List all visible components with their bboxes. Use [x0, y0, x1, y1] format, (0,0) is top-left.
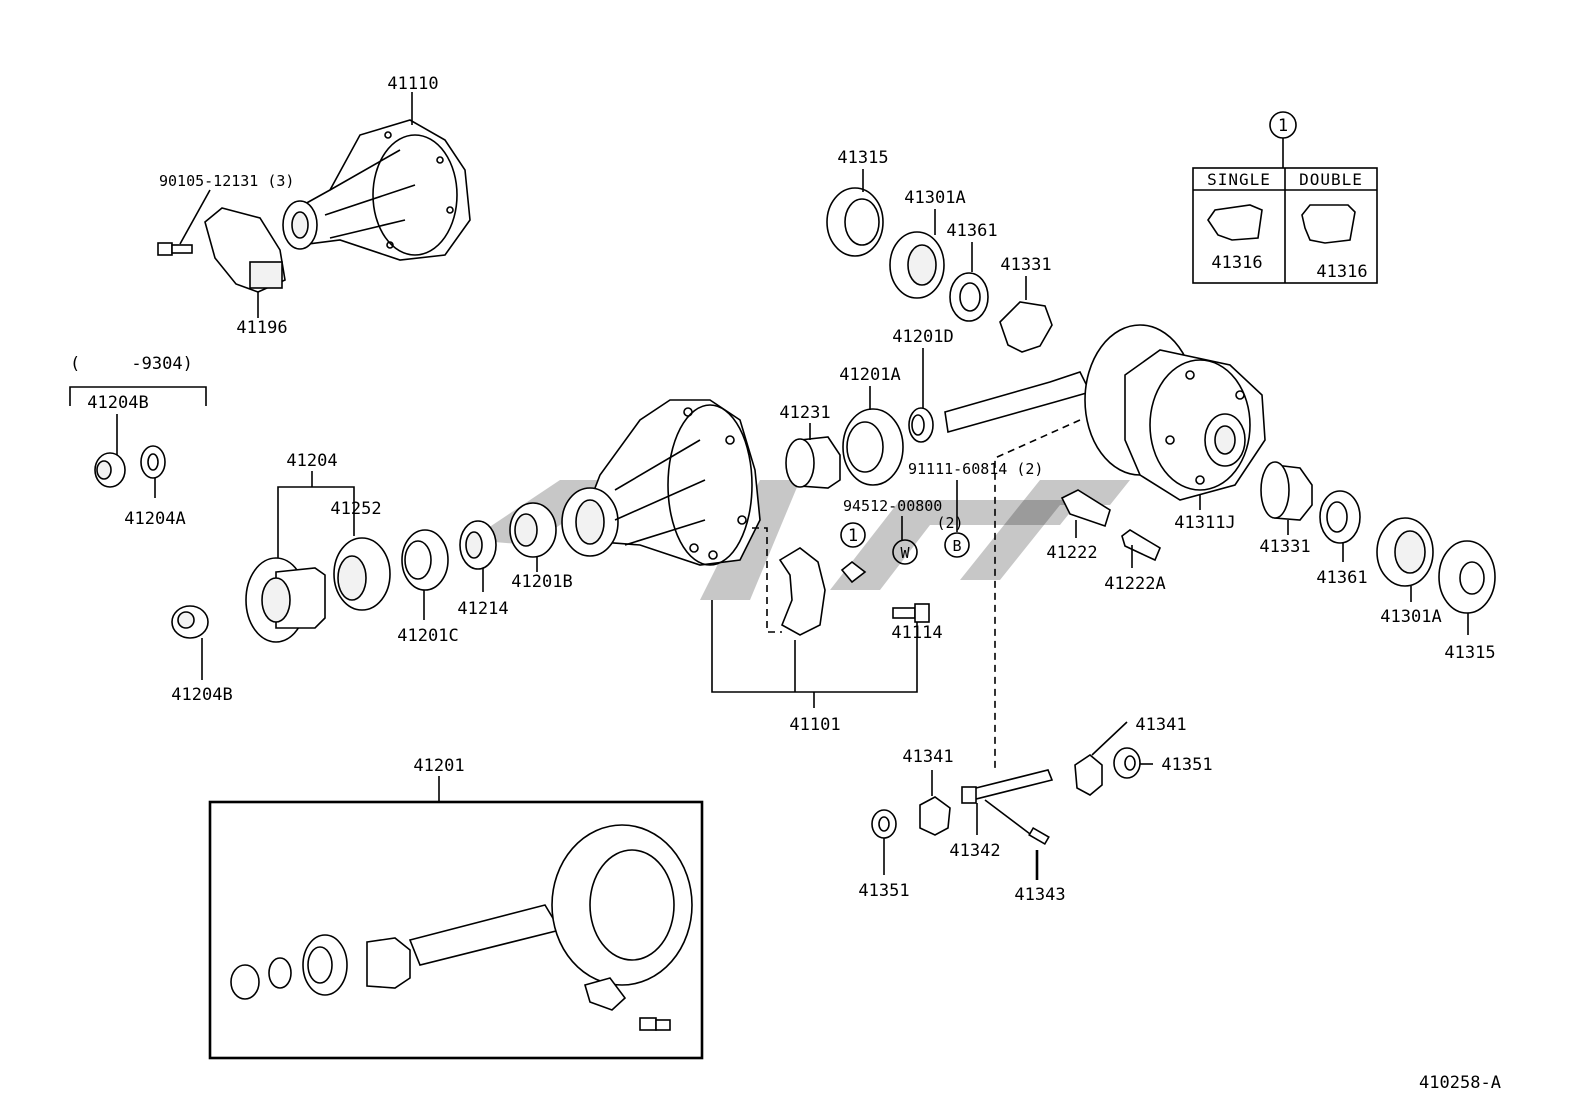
- double-clip-icon: [1301, 204, 1356, 244]
- circle-marker-1: 1: [840, 522, 867, 584]
- flange-41204: [245, 557, 326, 643]
- axle-shaft: [944, 371, 1092, 434]
- label-41101: 41101: [789, 715, 840, 735]
- label-41114: 41114: [891, 623, 942, 643]
- label-94512-00800: 94512-00800: [843, 497, 942, 515]
- label-41231: 41231: [779, 403, 830, 423]
- bearing-41201A: [842, 408, 904, 486]
- gear-41331-right: [1260, 461, 1313, 521]
- label-41201C: 41201C: [397, 626, 458, 646]
- label-41204B-bottom: 41204B: [171, 685, 232, 705]
- label-41331-right: 41331: [1259, 537, 1310, 557]
- label-41342: 41342: [949, 841, 1000, 861]
- diff-case-41311J: [1124, 349, 1266, 501]
- bearing-41201C: [401, 529, 449, 591]
- svg-text:W: W: [900, 544, 910, 562]
- label-41201A: 41201A: [839, 365, 900, 385]
- label-41341-left: 41341: [902, 747, 953, 767]
- cup-41315-top: [826, 187, 884, 257]
- bolt-41222: [1060, 489, 1111, 528]
- legend-single-part: 41316: [1211, 253, 1262, 273]
- spacer-41231: [785, 436, 841, 489]
- label-41204B-top: 41204B: [87, 393, 148, 413]
- nut-41204B-top: [94, 452, 126, 488]
- label-41201B: 41201B: [511, 572, 572, 592]
- label-41222: 41222: [1046, 543, 1097, 563]
- legend-double-part: 41316: [1316, 262, 1367, 282]
- label-41341-right: 41341: [1135, 715, 1186, 735]
- legend-box: 1 SINGLE DOUBLE 41316 41316: [1192, 111, 1378, 284]
- label-41214: 41214: [457, 599, 508, 619]
- label-41301A-top: 41301A: [904, 188, 965, 208]
- label-41351-right: 41351: [1161, 755, 1212, 775]
- carrier-case-41101: [561, 399, 761, 566]
- bearing-41301A-right: [1376, 517, 1434, 587]
- pin-41343: [984, 799, 1050, 846]
- washer-41351-left: [871, 809, 897, 839]
- label-41311J: 41311J: [1174, 513, 1235, 533]
- bearing-41301A-top: [889, 231, 945, 299]
- label-90105-12131: 90105-12131 (3): [159, 172, 294, 190]
- label-41196: 41196: [236, 318, 287, 338]
- label-41315-right: 41315: [1444, 643, 1495, 663]
- svg-text:B: B: [952, 537, 961, 555]
- label-41204A: 41204A: [124, 509, 185, 529]
- single-clip-icon: [1207, 204, 1263, 241]
- gear-41341-right: [1074, 754, 1103, 796]
- pinion-shaft-41342: [961, 769, 1054, 804]
- gear-set-box: [208, 800, 704, 1060]
- label-41315-top: 41315: [837, 148, 888, 168]
- bearing-41201B: [509, 502, 557, 558]
- diagram-code: 410258-A: [1419, 1073, 1501, 1093]
- label-91111-60814: 91111-60814 (2): [908, 460, 1043, 478]
- washer-41361-right: [1319, 490, 1361, 544]
- gear-set-41201: [230, 824, 693, 1031]
- bolt-41114: [892, 603, 930, 623]
- gear-41331-top: [999, 301, 1053, 353]
- carrier-housing-top: [282, 119, 471, 261]
- seal-41252: [333, 537, 391, 611]
- spacer-41201D: [908, 407, 934, 443]
- label-41110: 41110: [387, 74, 438, 94]
- mount-41196: [204, 207, 286, 293]
- label-41361-right: 41361: [1316, 568, 1367, 588]
- label-41201D: 41201D: [892, 327, 953, 347]
- label-94512-qty: (2): [936, 514, 963, 532]
- circle-marker-w: W: [892, 539, 918, 565]
- label-41351-left: 41351: [858, 881, 909, 901]
- bracket-note: ( -9304): [70, 354, 193, 374]
- label-41361-top: 41361: [946, 221, 997, 241]
- legend-marker: 1: [1278, 116, 1288, 136]
- washer-41361-top: [949, 272, 989, 322]
- washer-41351-right: [1113, 747, 1141, 779]
- label-41331-top: 41331: [1000, 255, 1051, 275]
- label-41222A: 41222A: [1104, 574, 1165, 594]
- label-41301A-right: 41301A: [1380, 607, 1441, 627]
- label-41201: 41201: [413, 756, 464, 776]
- spacer-41214: [459, 520, 497, 570]
- bearing-cap: [778, 547, 826, 636]
- bolt-41222A: [1121, 529, 1162, 562]
- label-41204: 41204: [286, 451, 337, 471]
- gear-41341-left: [919, 796, 951, 836]
- nut-41204B-bottom: [171, 605, 209, 639]
- svg-text:1: 1: [848, 526, 858, 546]
- circle-marker-b: B: [944, 532, 970, 558]
- label-41343: 41343: [1014, 885, 1065, 905]
- label-41252: 41252: [330, 499, 381, 519]
- legend-double-label: DOUBLE: [1299, 170, 1363, 189]
- legend-single-label: SINGLE: [1207, 170, 1271, 189]
- bolt-90105: [157, 242, 193, 256]
- washer-41204A: [140, 445, 166, 479]
- cup-41315-right: [1438, 540, 1496, 614]
